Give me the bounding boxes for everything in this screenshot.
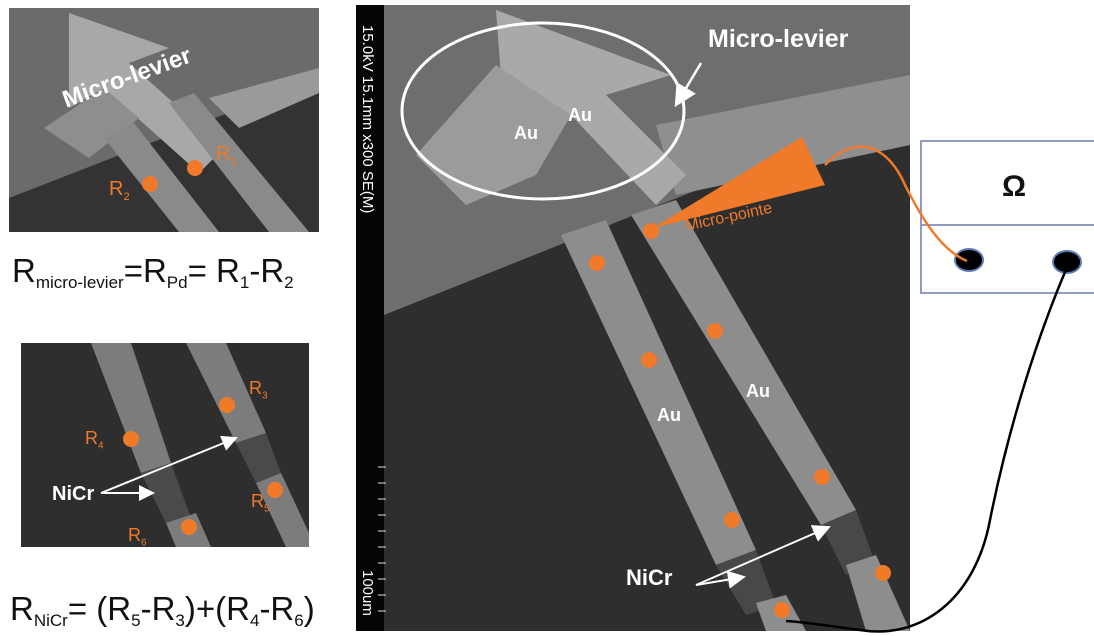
probe-point-7: [875, 565, 891, 581]
probe-point-2: [589, 255, 605, 271]
sem-texture-nicr: [21, 343, 309, 547]
sem-texture: [9, 8, 319, 232]
probe-point-r5: [267, 482, 283, 498]
nicr-label-small: NiCr: [52, 483, 95, 505]
scale-label: 100um: [359, 570, 376, 616]
au-label-3: Au: [657, 405, 681, 425]
au-label-4: Au: [746, 381, 770, 401]
label-r5: R5: [251, 491, 270, 515]
sem-info-text: 15.0kV 15.1mm x300 SE(M): [359, 25, 376, 214]
sem-image-cantilever-top: Micro-levier R1 R2: [9, 8, 319, 232]
label-r6: R6: [128, 525, 147, 547]
terminal-right[interactable]: [1052, 250, 1082, 274]
formula-nicr: RNiCr= (R5-R3)+(R4-R6): [10, 590, 315, 630]
au-label-2: Au: [568, 105, 592, 125]
probe-point-8: [774, 602, 790, 618]
sem-image-main: 15.0kV 15.1mm x300 SE(M) 100um Micro-lev…: [356, 5, 910, 631]
probe-point-6: [724, 512, 740, 528]
probe-point-3: [707, 323, 723, 339]
sem-texture-main: [356, 5, 910, 631]
terminal-left[interactable]: [954, 248, 984, 272]
nicr-label-main: NiCr: [626, 565, 673, 590]
micro-levier-label-main: Micro-levier: [708, 25, 849, 53]
label-r1: R1: [216, 143, 237, 168]
probe-point-r4: [123, 431, 139, 447]
au-label-1: Au: [514, 123, 538, 143]
ohmmeter-display: Ω: [920, 140, 1094, 228]
sem-image-nicr: R3 R4 R5 R6 NiCr: [21, 343, 309, 547]
probe-point-r3: [219, 397, 235, 413]
probe-point-r1: [187, 160, 203, 176]
probe-point-5: [814, 469, 830, 485]
label-r3: R3: [249, 378, 268, 402]
probe-point-1: [643, 223, 659, 239]
probe-point-r2: [142, 176, 158, 192]
ohm-symbol: Ω: [1002, 170, 1027, 203]
label-r4: R4: [85, 428, 104, 452]
probe-point-r6: [181, 519, 197, 535]
probe-point-4: [641, 352, 657, 368]
label-r2: R2: [109, 178, 130, 203]
formula-micro-levier: Rmicro-levier=RPd= R1-R2: [12, 252, 294, 292]
